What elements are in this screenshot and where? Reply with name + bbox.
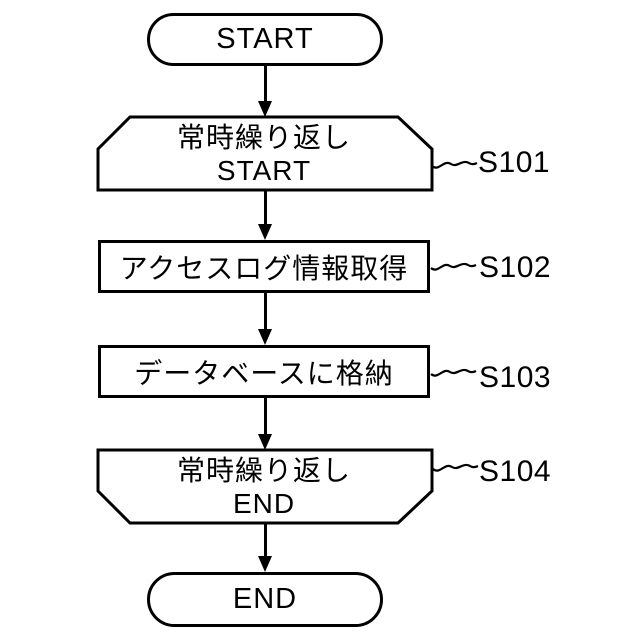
step-label-s103: S103 [479, 361, 552, 394]
flow-arrow-head-4 [258, 434, 272, 450]
flow-arrow-head-2 [258, 224, 272, 240]
terminal-end: END [147, 572, 383, 627]
flow-arrow-head-5 [258, 556, 272, 572]
loop-start-label-line1: 常時繰り返し [176, 122, 351, 153]
reference-squiggle-s101 [431, 160, 478, 169]
loop-end-shape [96, 448, 434, 525]
flow-arrow-head-3 [258, 329, 272, 345]
process-box-access-log-label: アクセスログ情報取得 [119, 252, 409, 284]
step-label-s104: S104 [479, 455, 552, 488]
loop-end-label-line1: 常時繰り返し [176, 455, 351, 486]
step-label-s102: S102 [479, 251, 552, 284]
reference-squiggle-s103 [430, 368, 477, 377]
loop-end-label-line2: END [232, 488, 296, 519]
flow-arrow-line-1 [264, 66, 267, 104]
process-box-access-log: アクセスログ情報取得 [98, 240, 430, 293]
terminal-start: START [147, 13, 383, 66]
loop-start-shape [96, 115, 434, 192]
flow-arrow-line-4 [264, 398, 267, 436]
loop-start-label: 常時繰り返し START [98, 121, 430, 187]
flow-arrow-line-2 [264, 190, 267, 227]
terminal-end-label: END [232, 583, 298, 615]
loop-start-outline [96, 115, 434, 192]
reference-squiggle-s104 [432, 463, 479, 472]
step-label-s101: S101 [478, 146, 551, 179]
loop-end-label: 常時繰り返し END [98, 454, 430, 520]
process-box-database-store-label: データベースに格納 [134, 357, 394, 389]
terminal-start-label: START [216, 23, 314, 55]
process-box-database-store: データベースに格納 [98, 345, 430, 398]
flow-arrow-head-1 [258, 101, 272, 117]
loop-end-outline [96, 448, 434, 525]
flow-arrow-line-3 [264, 293, 267, 331]
reference-squiggle-s102 [430, 262, 477, 271]
loop-start-label-line2: START [216, 155, 312, 186]
flow-arrow-line-5 [264, 523, 267, 558]
